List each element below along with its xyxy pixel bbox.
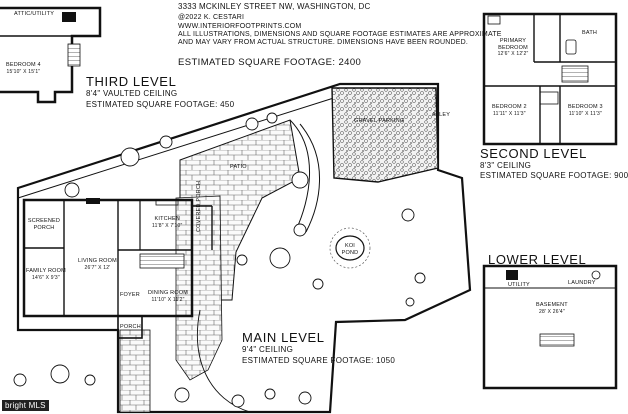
disclaimer-line-2: AND MAY VARY FROM ACTUAL STRUCTURE. DIME… bbox=[178, 39, 469, 46]
lower-level-plan bbox=[482, 264, 618, 390]
main-level-sqft: ESTIMATED SQUARE FOOTAGE: 1050 bbox=[242, 356, 396, 365]
main-level-title: MAIN LEVEL bbox=[242, 330, 325, 345]
second-level-sqft: ESTIMATED SQUARE FOOTAGE: 900 bbox=[480, 171, 628, 180]
koi-pond bbox=[335, 235, 365, 261]
attic-unit-icon bbox=[62, 12, 76, 22]
disclaimer-line-1: ALL ILLUSTRATIONS, DIMENSIONS AND SQUARE… bbox=[178, 31, 502, 38]
screened-porch-label: SCREENED PORCH bbox=[27, 218, 61, 231]
third-level-sqft: ESTIMATED SQUARE FOOTAGE: 450 bbox=[86, 100, 235, 109]
utility-unit-icon bbox=[506, 270, 518, 280]
bath-label: BATH bbox=[582, 30, 598, 36]
trees bbox=[13, 112, 426, 408]
attic-label: ATTIC/UTILITY bbox=[14, 11, 55, 17]
address-title: 3333 MCKINLEY STREET NW, WASHINGTON, DC bbox=[178, 2, 371, 11]
lower-level-title: LOWER LEVEL bbox=[488, 252, 587, 267]
third-level-title: THIRD LEVEL bbox=[86, 74, 177, 89]
alley-label: ALLEY bbox=[432, 112, 451, 118]
second-level-plan bbox=[482, 12, 618, 146]
copyright: @2022 K. CESTARI bbox=[178, 14, 245, 21]
main-level-ceiling: 9'4" CEILING bbox=[242, 345, 294, 354]
foyer-label: FOYER bbox=[120, 292, 140, 298]
koi-pond-label: KOI POND bbox=[341, 243, 359, 256]
third-level-plan bbox=[0, 6, 102, 104]
laundry-label: LAUNDRY bbox=[568, 280, 596, 286]
third-level-ceiling: 8'4" VAULTED CEILING bbox=[86, 89, 178, 98]
gravel-parking-area bbox=[331, 87, 439, 183]
site-plan bbox=[13, 82, 472, 414]
second-level-title: SECOND LEVEL bbox=[480, 146, 587, 161]
porch-label: PORCH bbox=[120, 324, 141, 330]
patio-label: PATIO bbox=[230, 164, 247, 170]
second-level-ceiling: 8'3" CEILING bbox=[480, 161, 532, 170]
utility-label: UTILITY bbox=[508, 282, 530, 288]
main-level-walls bbox=[22, 198, 213, 339]
covered-porch-label: COVERED PORCH bbox=[196, 180, 202, 232]
gravel-parking-label: GRAVEL PARKING bbox=[354, 118, 405, 124]
total-square-footage: ESTIMATED SQUARE FOOTAGE: 2400 bbox=[178, 57, 362, 68]
website: WWW.INTERIORFOOTPRINTS.COM bbox=[178, 23, 302, 30]
mls-watermark: bright MLS bbox=[2, 400, 49, 411]
